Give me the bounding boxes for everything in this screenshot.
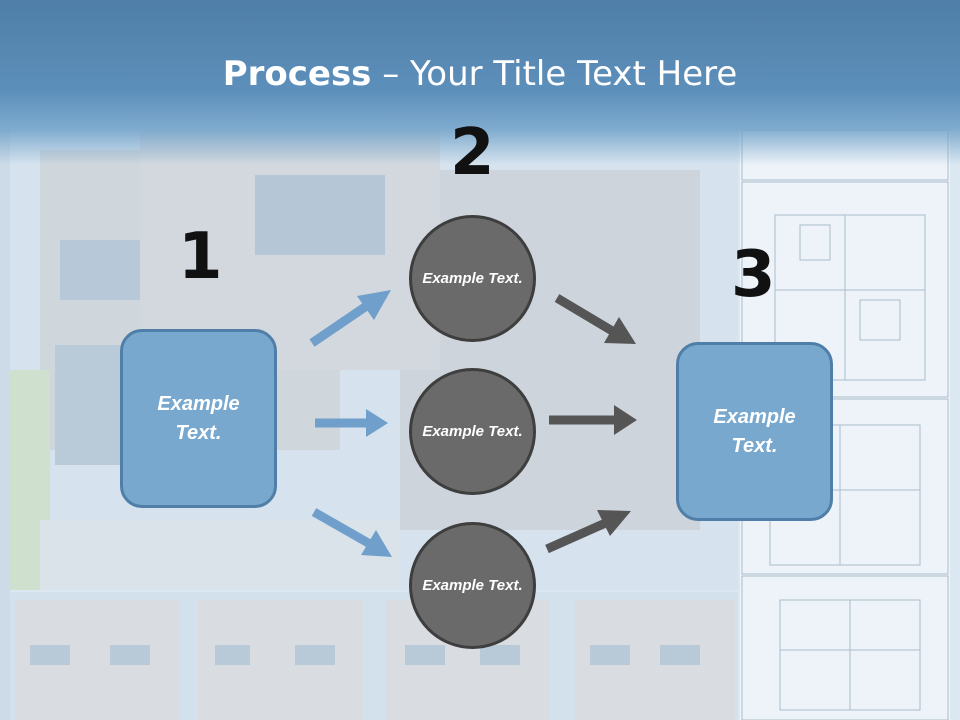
circle-top: Example Text.	[409, 215, 536, 342]
slide-title: Process – Your Title Text Here	[0, 50, 960, 98]
circle-bottom-text: Example Text.	[422, 577, 523, 594]
right-example-box: Example Text.	[676, 342, 833, 521]
circle-middle-text: Example Text.	[422, 423, 523, 440]
title-band	[0, 0, 960, 165]
step-number-2: 2	[450, 116, 495, 190]
right-box-text: Example Text.	[713, 405, 796, 457]
left-box-text: Example Text.	[157, 392, 240, 444]
step-number-1: 1	[178, 220, 223, 294]
step-number-3: 3	[731, 238, 776, 312]
left-example-box: Example Text.	[120, 329, 277, 508]
circle-middle: Example Text.	[409, 368, 536, 495]
circle-bottom: Example Text.	[409, 522, 536, 649]
circle-top-text: Example Text.	[422, 270, 523, 287]
title-rest: – Your Title Text Here	[371, 54, 738, 94]
title-bold: Process	[222, 54, 372, 94]
